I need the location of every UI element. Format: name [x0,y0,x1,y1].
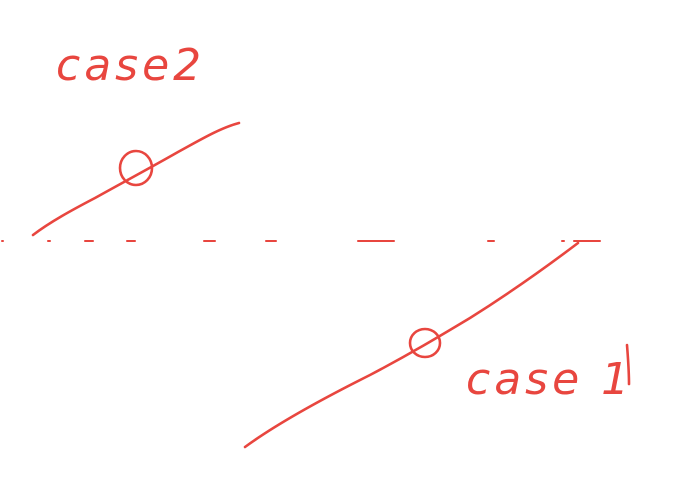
case1-digit-stroke [625,343,631,386]
case2-point-marker [118,149,154,187]
case1-label: case 1 [466,354,633,405]
case1-line [243,241,580,449]
case2-line [31,121,241,237]
case2-label: case2 [56,40,205,91]
case1-point-marker [408,327,442,359]
